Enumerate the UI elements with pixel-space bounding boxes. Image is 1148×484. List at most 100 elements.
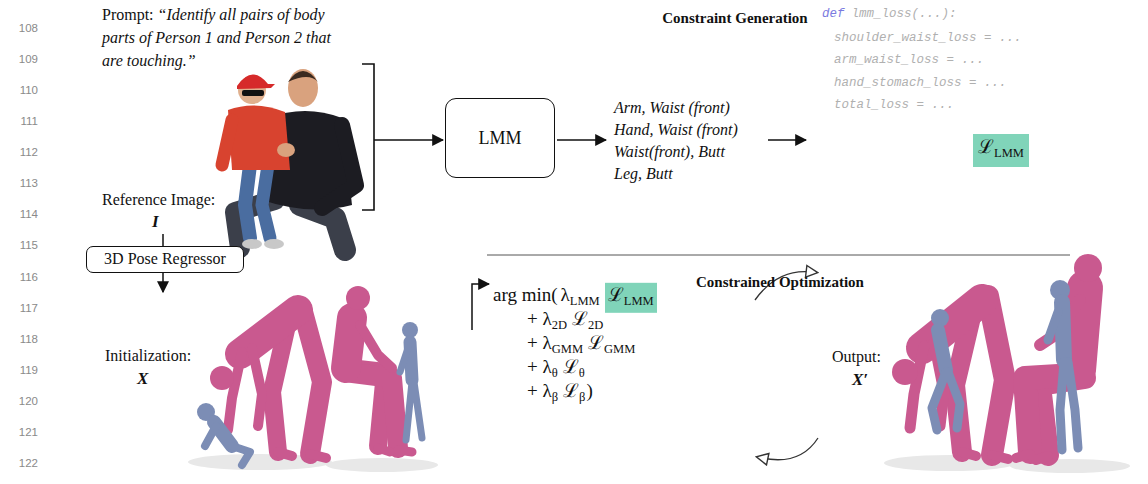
equation-subscript: β [552,390,558,404]
code-line: arm_waist_loss = ... [834,53,984,67]
line-number: 111 [21,115,38,127]
mesh-limb [400,348,422,440]
mesh-limb [278,452,326,458]
text-group: Prompt:“Identify all pairs of body parts… [102,3,334,72]
line-number: 114 [20,208,38,220]
equation-term: arg min( [493,284,558,305]
equation-subscript: 2D [552,318,567,332]
mesh-limb [1016,454,1048,460]
photo-leg [245,165,250,238]
mesh-shadow [326,458,438,472]
photo-cap [237,74,275,89]
line-number: 118 [20,333,38,345]
equation-term: λ [561,284,570,305]
loss-highlight: ℒLMM [973,134,1029,167]
photo-hand [277,143,295,157]
code-line: shoulder_waist_loss = ... [834,31,1022,45]
constraint-pair: Waist(front), Butt [614,143,725,161]
equation-subscript: 2D [588,318,603,332]
line-number: 121 [19,426,38,438]
mesh-head [346,286,370,310]
section-title: Constraint Generation [662,10,807,27]
code-keyword: def [822,7,845,21]
line-number: 119 [20,364,38,376]
photo-arm [322,125,356,208]
photo-glasses [242,90,264,96]
reference-photo [222,69,356,250]
equation-subscript: θ [579,366,585,380]
init-meshes [188,286,438,472]
line-number: 120 [19,395,38,407]
line-number: 110 [20,84,38,96]
model-box: LMM [445,98,555,178]
math-symbol: X [137,369,148,389]
input-label: Reference Image: [102,191,215,209]
photo-leg [262,165,270,238]
mesh-limb [932,372,960,430]
loss-highlight: ℒLMM [605,283,657,313]
mesh-limb [345,372,398,448]
equation-term: ) [586,380,592,401]
mesh-limb [1048,312,1078,450]
photo-shoe [242,239,262,249]
mesh-limb [378,448,412,452]
line-number: 109 [19,53,38,65]
flow-arrow [557,139,606,141]
section-divider [487,255,1070,256]
node-text: LMM [478,128,521,149]
math-symbol: I [152,212,159,232]
equation-term: ℒ [563,356,579,377]
equation-subscript: GMM [604,342,635,356]
mesh-head [892,359,918,385]
constraint-pair: Hand, Waist (front) [614,121,738,139]
flow-arrow [472,284,489,330]
constraint-pair: Leg, Butt [614,165,673,183]
node-text: ℒ [978,136,994,157]
code-line: lmm_loss(...): [852,7,957,21]
input-bracket [362,64,374,210]
node-text: 3D Pose Regressor [104,250,226,268]
loop-arrow [762,438,818,460]
equation-term: ℒ [572,308,588,329]
flow-line [162,234,164,246]
node-subscript: LMM [994,146,1024,160]
output-meshes [884,254,1130,473]
mesh-limb [360,325,392,368]
section-title: Constrained Optimization [696,274,864,291]
output-label: Output: [832,348,881,366]
code-line: total_loss = ... [834,98,954,112]
prompt-label: Prompt: [102,6,154,23]
equation-term: ℒ [563,380,579,401]
photo-head [288,69,318,107]
text-group: + λβℒβ) [527,379,593,409]
node-text: ℒ [608,284,624,305]
photo-arm [222,120,232,165]
node-subscript: LMM [624,294,654,308]
equation-term: + λ [527,380,552,401]
equation-term: ℒ [588,332,604,353]
constraint-pair: Arm, Waist (front) [614,99,730,117]
flow-arrow [162,273,164,292]
mesh-limb [988,296,1005,455]
line-number: 122 [19,457,38,469]
mesh-limb [302,308,322,454]
code-line: hand_stomach_loss = ... [834,76,1007,90]
photo-shoe [264,239,284,249]
photo-hair [288,71,318,82]
line-number: 115 [20,239,38,251]
math-symbol: X′ [852,370,868,390]
flow-arrow [374,139,443,141]
photo-jacket [228,105,290,170]
mesh-head [1074,254,1102,282]
line-number: 112 [20,146,38,158]
equation-subscript: θ [552,366,558,380]
mesh-torso [346,318,352,368]
equation-term: + λ [527,332,552,353]
mesh-torso [938,330,946,370]
equation-subscript: β [579,390,585,404]
line-number: 116 [20,271,38,283]
line-number: 117 [20,302,38,314]
text-group: def lmm_loss(...): [822,7,957,21]
input-label: Initialization: [105,347,191,365]
